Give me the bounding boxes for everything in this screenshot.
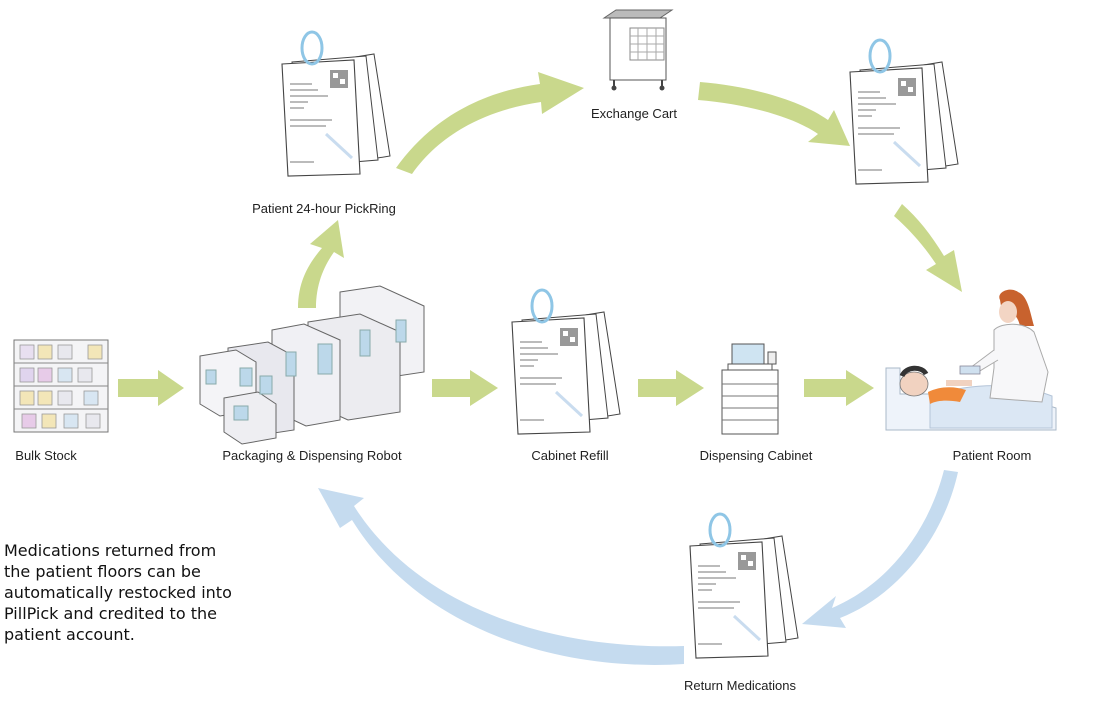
- medication-tag-icon: [280, 30, 392, 178]
- label-patient-room: Patient Room: [953, 448, 1032, 463]
- arrow-return-to-robot: [318, 488, 684, 665]
- label-robot: Packaging & Dispensing Robot: [222, 448, 402, 463]
- medication-tag-icon: [688, 512, 800, 660]
- label-bulk-stock: Bulk Stock: [15, 448, 77, 463]
- arrow-room-to-return: [802, 470, 958, 628]
- return-note: Medications returned from the patient fl…: [4, 541, 232, 644]
- arrow-bulk-to-robot: [118, 370, 184, 406]
- exchange-cart-icon: [602, 9, 674, 91]
- label-exchange-cart: Exchange Cart: [591, 106, 677, 121]
- label-cabinet-refill: Cabinet Refill: [531, 448, 608, 463]
- nurse-icon: [959, 289, 1049, 403]
- patient-bed-icon: [885, 365, 1057, 431]
- arrow-refill-to-cabinet: [638, 370, 704, 406]
- arrow-tag-to-room: [894, 204, 962, 292]
- label-pickring: Patient 24-hour PickRing: [252, 201, 396, 216]
- arrow-pickring-to-cart: [396, 72, 584, 174]
- forward-arrows: [118, 72, 962, 406]
- robot-machine-icon: [199, 285, 425, 445]
- arrow-cart-to-tag: [698, 82, 850, 146]
- label-return-medications: Return Medications: [684, 678, 796, 693]
- return-arrows: [318, 470, 958, 665]
- bulk-stock-shelf-icon: [13, 339, 109, 433]
- arrow-cabinet-to-room: [804, 370, 874, 406]
- arrow-robot-to-pickring: [298, 220, 344, 308]
- arrow-robot-to-refill: [432, 370, 498, 406]
- medication-tag-icon: [848, 38, 960, 186]
- label-dispensing-cabinet: Dispensing Cabinet: [700, 448, 813, 463]
- medication-tag-icon: [510, 288, 622, 436]
- dispensing-cabinet-icon: [721, 343, 779, 435]
